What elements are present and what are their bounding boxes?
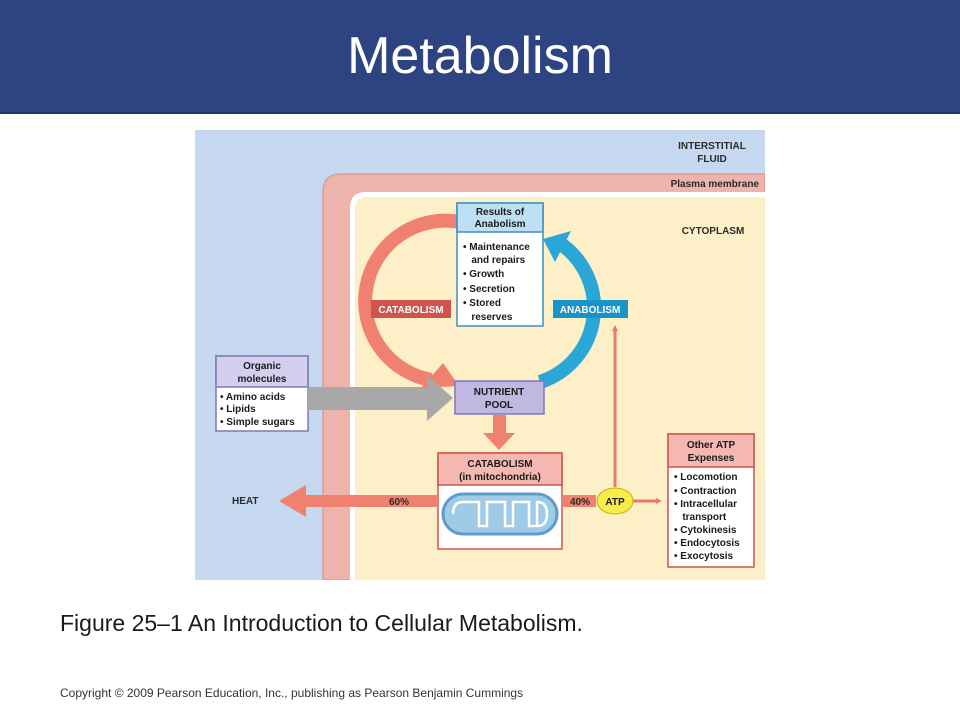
heat-arrowhead (279, 485, 306, 517)
atp-expenses-box-header (667, 433, 755, 468)
nutrient-inflow-arrow (308, 375, 453, 421)
nutrient-pool-box (454, 380, 545, 415)
results-item-4: • Secretion (463, 284, 515, 295)
atp-expense-item-4: transport (674, 512, 727, 523)
results-box-title-2: Anabolism (474, 219, 525, 230)
atp-output-shaft (562, 495, 596, 507)
results-item-2: and repairs (463, 255, 526, 266)
results-box-header (456, 202, 544, 233)
slide-header: Metabolism (0, 0, 960, 114)
plasma-membrane-label: Plasma membrane (671, 179, 760, 190)
diagram-svg: INTERSTITIAL FLUID Plasma membrane CYTOP… (195, 130, 765, 580)
interstitial-label-line2: FLUID (697, 154, 726, 165)
cytoplasm-label: CYTOPLASM (682, 226, 745, 237)
atp-expense-item-6: • Endocytosis (674, 538, 740, 549)
slide-title: Metabolism (347, 27, 613, 85)
results-item-1: • Maintenance (463, 242, 530, 253)
mitochondria-box-title-2: (in mitochondria) (459, 472, 541, 483)
atp-percent-label: 40% (570, 497, 590, 508)
heat-percent-label: 60% (389, 497, 409, 508)
catabolism-cycle-arc (358, 213, 462, 387)
atp-label: ATP (605, 497, 625, 508)
atp-expense-item-1: • Locomotion (674, 472, 738, 483)
organic-box-title-1: Organic (243, 361, 281, 372)
organic-item-2: • Lipids (220, 404, 256, 415)
copyright-notice: Copyright © 2009 Pearson Education, Inc.… (60, 686, 524, 700)
nutrient-pool-line2: POOL (485, 400, 513, 411)
organic-item-1: • Amino acids (220, 392, 286, 403)
atp-oval (596, 487, 634, 515)
mitochondrion-icon (441, 492, 559, 536)
atp-expenses-title-1: Other ATP (687, 440, 736, 451)
organic-box-title-2: molecules (238, 374, 287, 385)
catabolism-label-box (371, 300, 451, 318)
mitochondria-box-title-1: CATABOLISM (467, 459, 532, 470)
anabolism-label: ANABOLISM (560, 305, 621, 316)
mitochondria-box-header (437, 452, 563, 486)
metabolism-diagram: INTERSTITIAL FLUID Plasma membrane CYTOP… (195, 130, 765, 580)
results-item-5: • Stored (463, 298, 501, 309)
pool-to-catabolism-arrow (483, 415, 515, 450)
anabolism-label-box (553, 300, 628, 318)
catabolism-label: CATABOLISM (378, 305, 443, 316)
figure-caption: Figure 25–1 An Introduction to Cellular … (60, 610, 583, 636)
atp-expense-item-2: • Contraction (674, 486, 736, 497)
results-box-title-1: Results of (476, 207, 525, 218)
anabolism-arrowhead (543, 231, 571, 262)
atp-expense-item-5: • Cytokinesis (674, 525, 737, 536)
organic-item-3: • Simple sugars (220, 417, 295, 428)
results-item-6: reserves (463, 312, 513, 323)
atp-expense-item-3: • Intracellular (674, 499, 737, 510)
heat-arrow-shaft (305, 495, 438, 507)
atp-expenses-title-2: Expenses (688, 453, 735, 464)
heat-label: HEAT (232, 496, 258, 507)
atp-expense-item-7: • Exocytosis (674, 551, 734, 562)
results-item-3: • Growth (463, 269, 504, 280)
nutrient-pool-line1: NUTRIENT (474, 387, 525, 398)
organic-box-header (215, 355, 309, 388)
interstitial-label-line1: INTERSTITIAL (678, 141, 746, 152)
